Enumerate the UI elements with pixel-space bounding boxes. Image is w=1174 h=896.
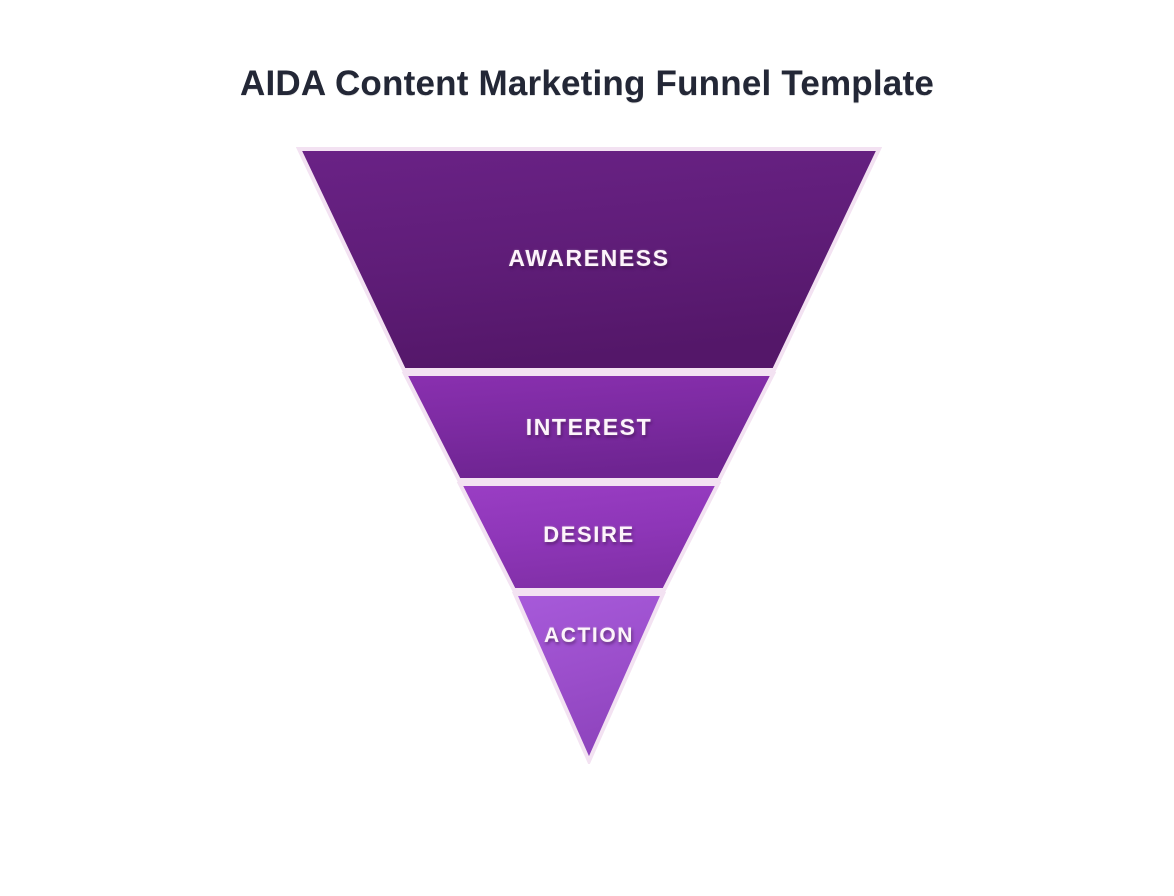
funnel-segment-awareness[interactable] (296, 147, 882, 372)
aida-funnel-diagram: AWARENESS INTEREST DESIRE ACTION (296, 146, 882, 764)
funnel-shape (296, 147, 882, 764)
funnel-segment-desire[interactable] (456, 482, 722, 592)
funnel-segment-action[interactable] (511, 592, 667, 764)
funnel-segment-interest[interactable] (401, 372, 777, 482)
page-title: AIDA Content Marketing Funnel Template (239, 64, 934, 103)
